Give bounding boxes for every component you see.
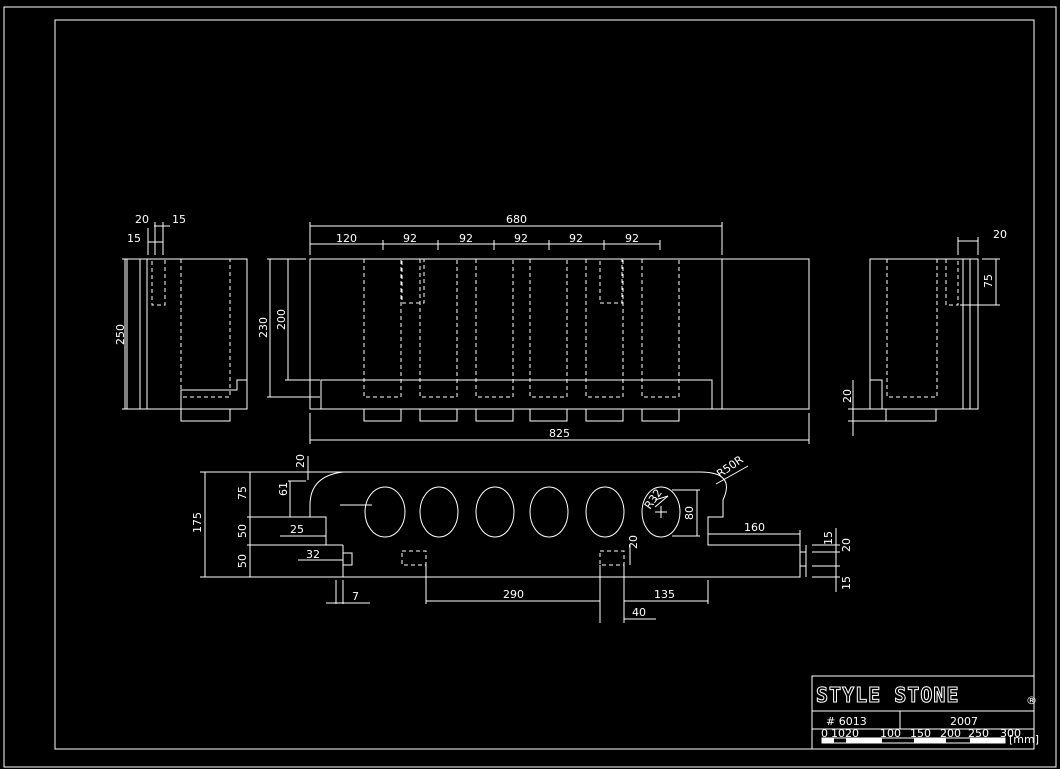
dim-sec-61: 61 — [277, 482, 290, 496]
dim-right-20-side: 20 — [841, 389, 854, 403]
scale-tick: 250 — [968, 727, 989, 740]
scale-tick: 20 — [845, 727, 859, 740]
dim-sec-135: 135 — [654, 588, 675, 601]
right-side-view — [848, 237, 1000, 436]
dim-front-825: 825 — [549, 427, 570, 440]
scale-tick-labels: 0 10 20 100 150 200 250 300 — [821, 727, 1021, 740]
registered-mark-icon: ® — [1026, 694, 1037, 707]
dim-sec-20-mid: 20 — [627, 535, 640, 549]
dim-sec-80: 80 — [683, 506, 696, 520]
dim-sec-7: 7 — [352, 590, 359, 603]
company-logo: STYLE STONE — [816, 683, 959, 707]
dim-sec-160: 160 — [744, 521, 765, 534]
dim-sec-175: 175 — [191, 512, 204, 533]
dim-sec-20-right: 20 — [840, 538, 853, 552]
scale-tick: 0 — [821, 727, 828, 740]
dim-sec-75: 75 — [236, 486, 249, 500]
dim-sec-290: 290 — [503, 588, 524, 601]
title-block — [811, 675, 1035, 750]
dim-sec-50-upper: 50 — [236, 524, 249, 538]
scale-tick: 150 — [910, 727, 931, 740]
scale-tick: 10 — [831, 727, 845, 740]
scale-tick: 300 — [1000, 727, 1021, 740]
dim-left-20: 20 — [135, 213, 149, 226]
dim-sec-50-lower: 50 — [236, 554, 249, 568]
dim-sec-15-upper: 15 — [822, 531, 835, 545]
dim-left-15-top: 15 — [172, 213, 186, 226]
dim-left-15-side: 15 — [127, 232, 141, 245]
dim-left-250: 250 — [114, 324, 127, 345]
left-side-view — [122, 222, 248, 422]
scale-tick: 200 — [940, 727, 961, 740]
dim-sec-32: 32 — [306, 548, 320, 561]
dim-sec-40: 40 — [632, 606, 646, 619]
front-view — [267, 222, 810, 444]
inner-frame — [54, 19, 1035, 750]
dim-front-92: 92 — [514, 232, 528, 245]
dim-front-92: 92 — [569, 232, 583, 245]
outer-frame — [3, 6, 1057, 768]
dim-front-92: 92 — [403, 232, 417, 245]
cross-section-view — [200, 456, 840, 623]
part-number: # 6013 — [826, 715, 867, 728]
dim-right-20-top: 20 — [993, 228, 1007, 241]
dim-sec-20-top: 20 — [294, 454, 307, 468]
dim-right-75: 75 — [982, 274, 995, 288]
dim-front-680: 680 — [506, 213, 527, 226]
dim-front-92: 92 — [459, 232, 473, 245]
dim-front-92: 92 — [625, 232, 639, 245]
scale-unit: [mm] — [1009, 733, 1039, 746]
dim-front-120: 120 — [336, 232, 357, 245]
dim-front-230: 230 — [257, 317, 270, 338]
year: 2007 — [950, 715, 978, 728]
dim-front-200: 200 — [275, 309, 288, 330]
scale-tick: 100 — [880, 727, 901, 740]
dim-sec-15-lower: 15 — [840, 576, 853, 590]
dim-sec-25: 25 — [290, 523, 304, 536]
